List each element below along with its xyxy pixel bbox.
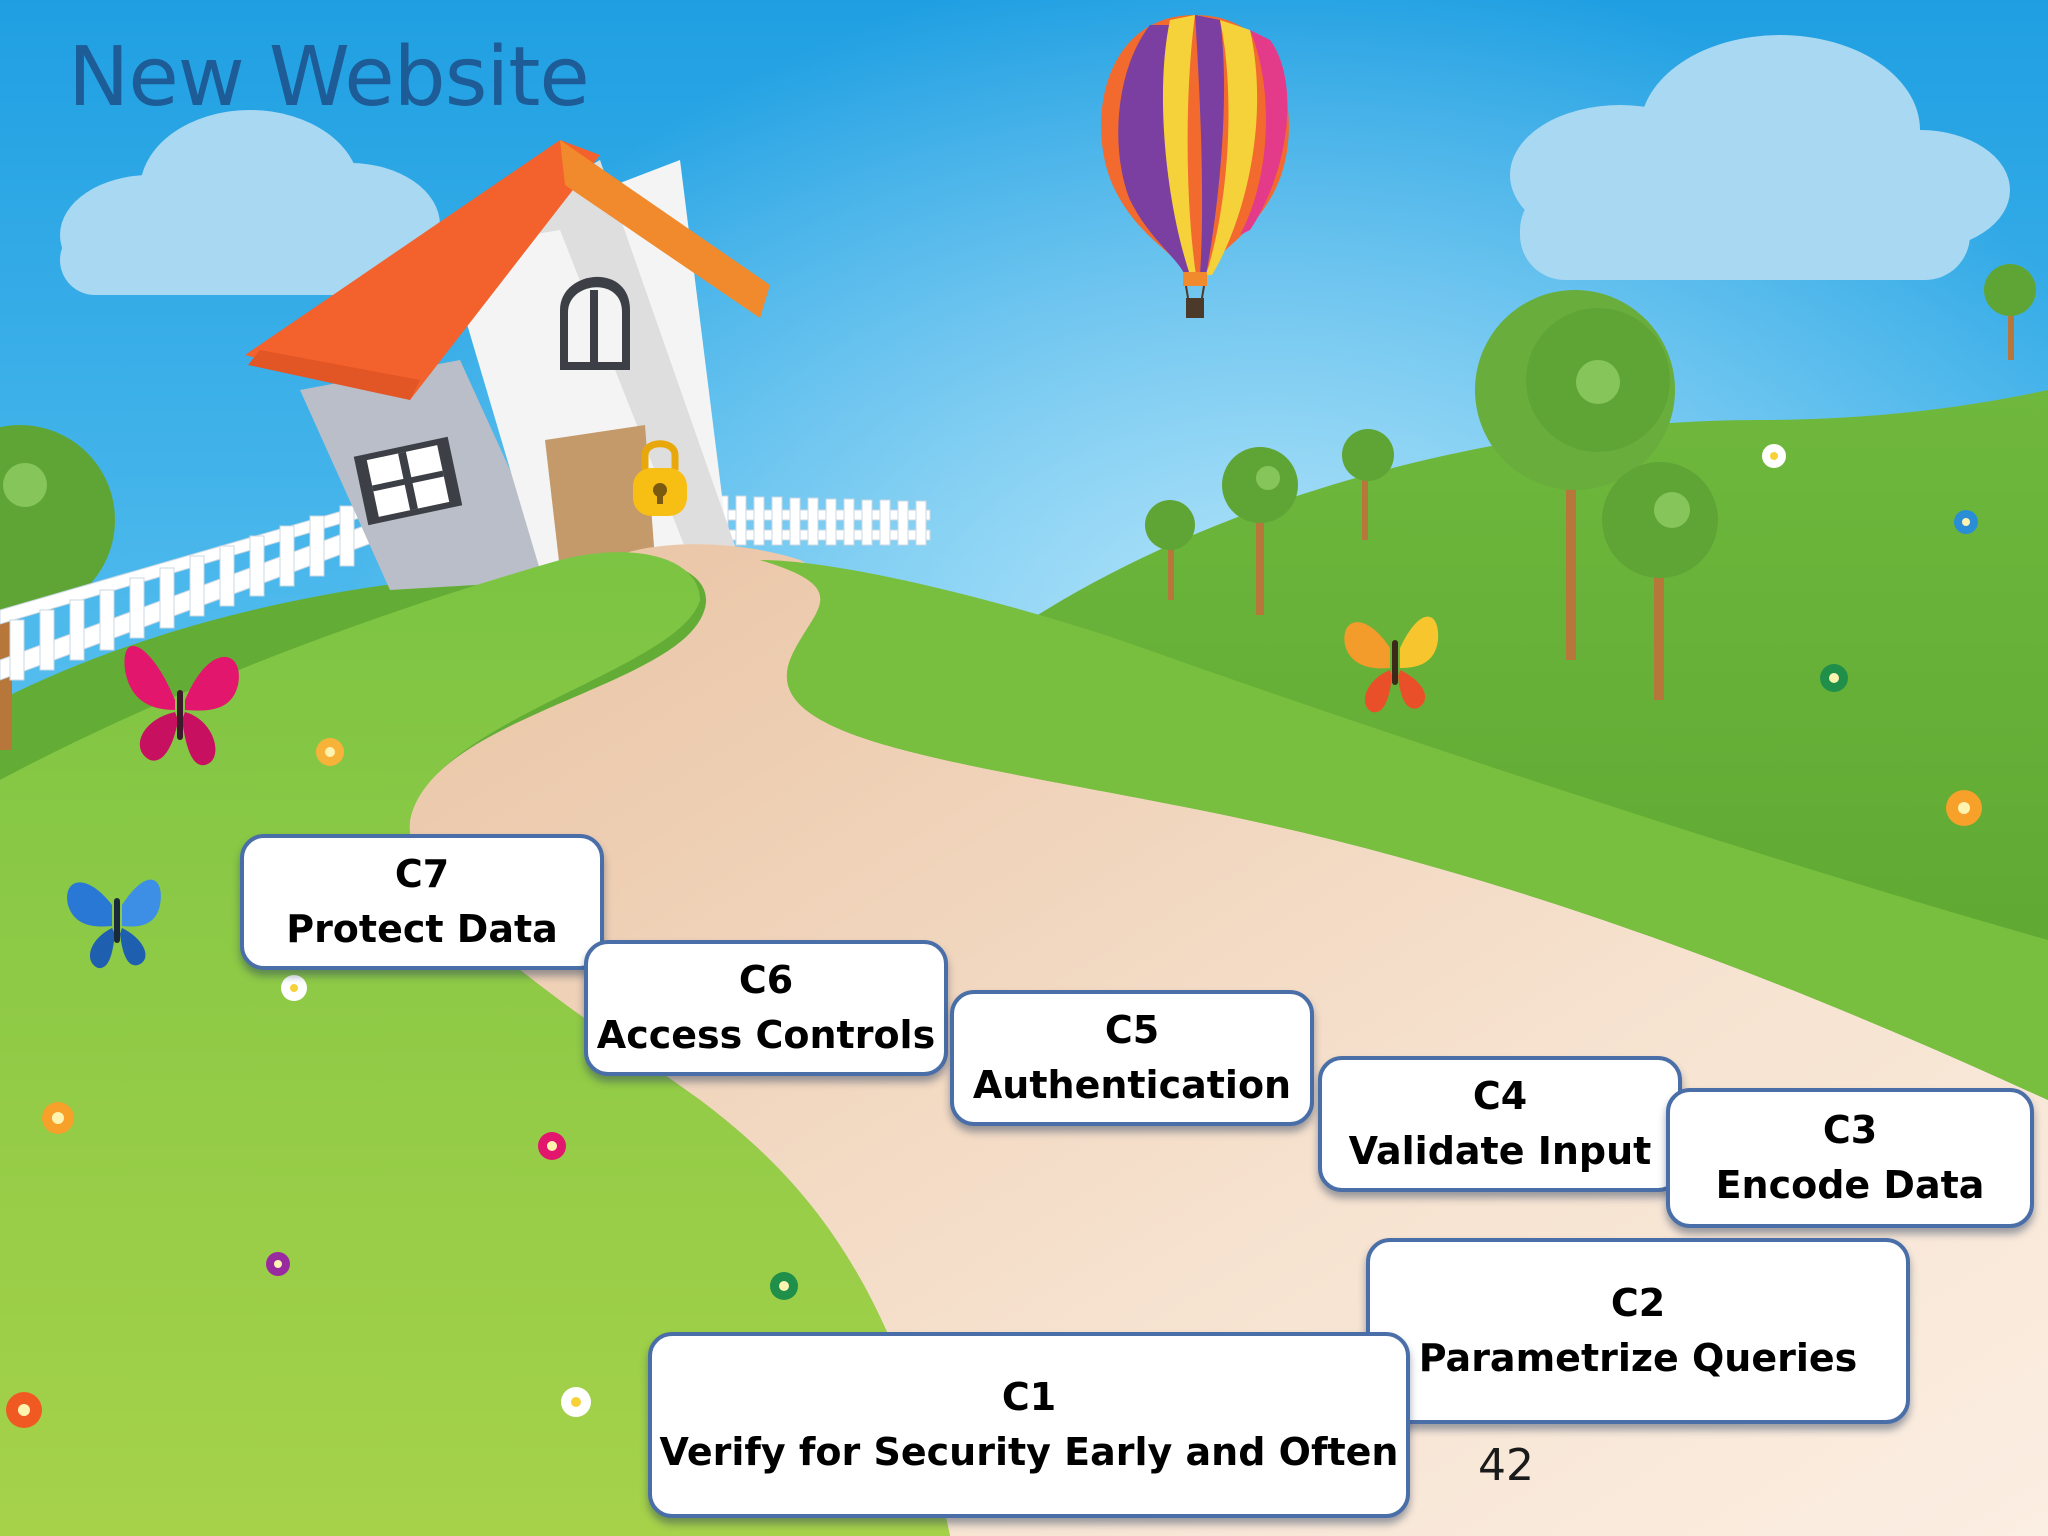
step-id-c4: C4 <box>1472 1074 1528 1118</box>
house <box>245 140 770 590</box>
flower-decorations <box>6 444 1982 1428</box>
step-label-c6: Access Controls <box>596 1013 936 1057</box>
tree-left <box>0 425 115 750</box>
step-label-c1: Verify for Security Early and Often <box>659 1430 1399 1474</box>
hot-air-balloon <box>1101 15 1289 318</box>
step-label-c4: Validate Input <box>1348 1129 1652 1173</box>
step-label-c3: Encode Data <box>1715 1163 1985 1207</box>
page-number: 42 <box>1478 1440 1534 1491</box>
step-label-c2: Parametrize Queries <box>1418 1336 1858 1380</box>
step-id-c1: C1 <box>1001 1375 1057 1419</box>
step-id-c2: C2 <box>1610 1281 1666 1325</box>
step-box-c4: C4 Validate Input <box>1318 1056 1682 1192</box>
slide-title: New Website <box>68 30 590 125</box>
cloud-left <box>60 110 440 295</box>
step-box-c3: C3 Encode Data <box>1666 1088 2034 1228</box>
step-box-c2: C2 Parametrize Queries <box>1366 1238 1910 1424</box>
step-label-c7: Protect Data <box>286 907 558 951</box>
butterfly-pink-icon <box>124 646 239 766</box>
step-id-c7: C7 <box>394 852 450 896</box>
step-id-c3: C3 <box>1822 1108 1878 1152</box>
butterfly-orange-icon <box>1344 616 1439 713</box>
step-id-c5: C5 <box>1104 1008 1160 1052</box>
trees-right <box>1145 264 2036 700</box>
padlock-icon <box>633 440 687 516</box>
step-box-c6: C6 Access Controls <box>584 940 948 1076</box>
step-label-c5: Authentication <box>972 1063 1292 1107</box>
step-box-c1: C1 Verify for Security Early and Often <box>648 1332 1410 1518</box>
step-box-c5: C5 Authentication <box>950 990 1314 1126</box>
fence-left <box>0 499 381 681</box>
cloud-right <box>1510 35 2010 280</box>
step-id-c6: C6 <box>738 958 794 1002</box>
step-box-c7: C7 Protect Data <box>240 834 604 970</box>
butterfly-blue-icon <box>67 879 161 969</box>
